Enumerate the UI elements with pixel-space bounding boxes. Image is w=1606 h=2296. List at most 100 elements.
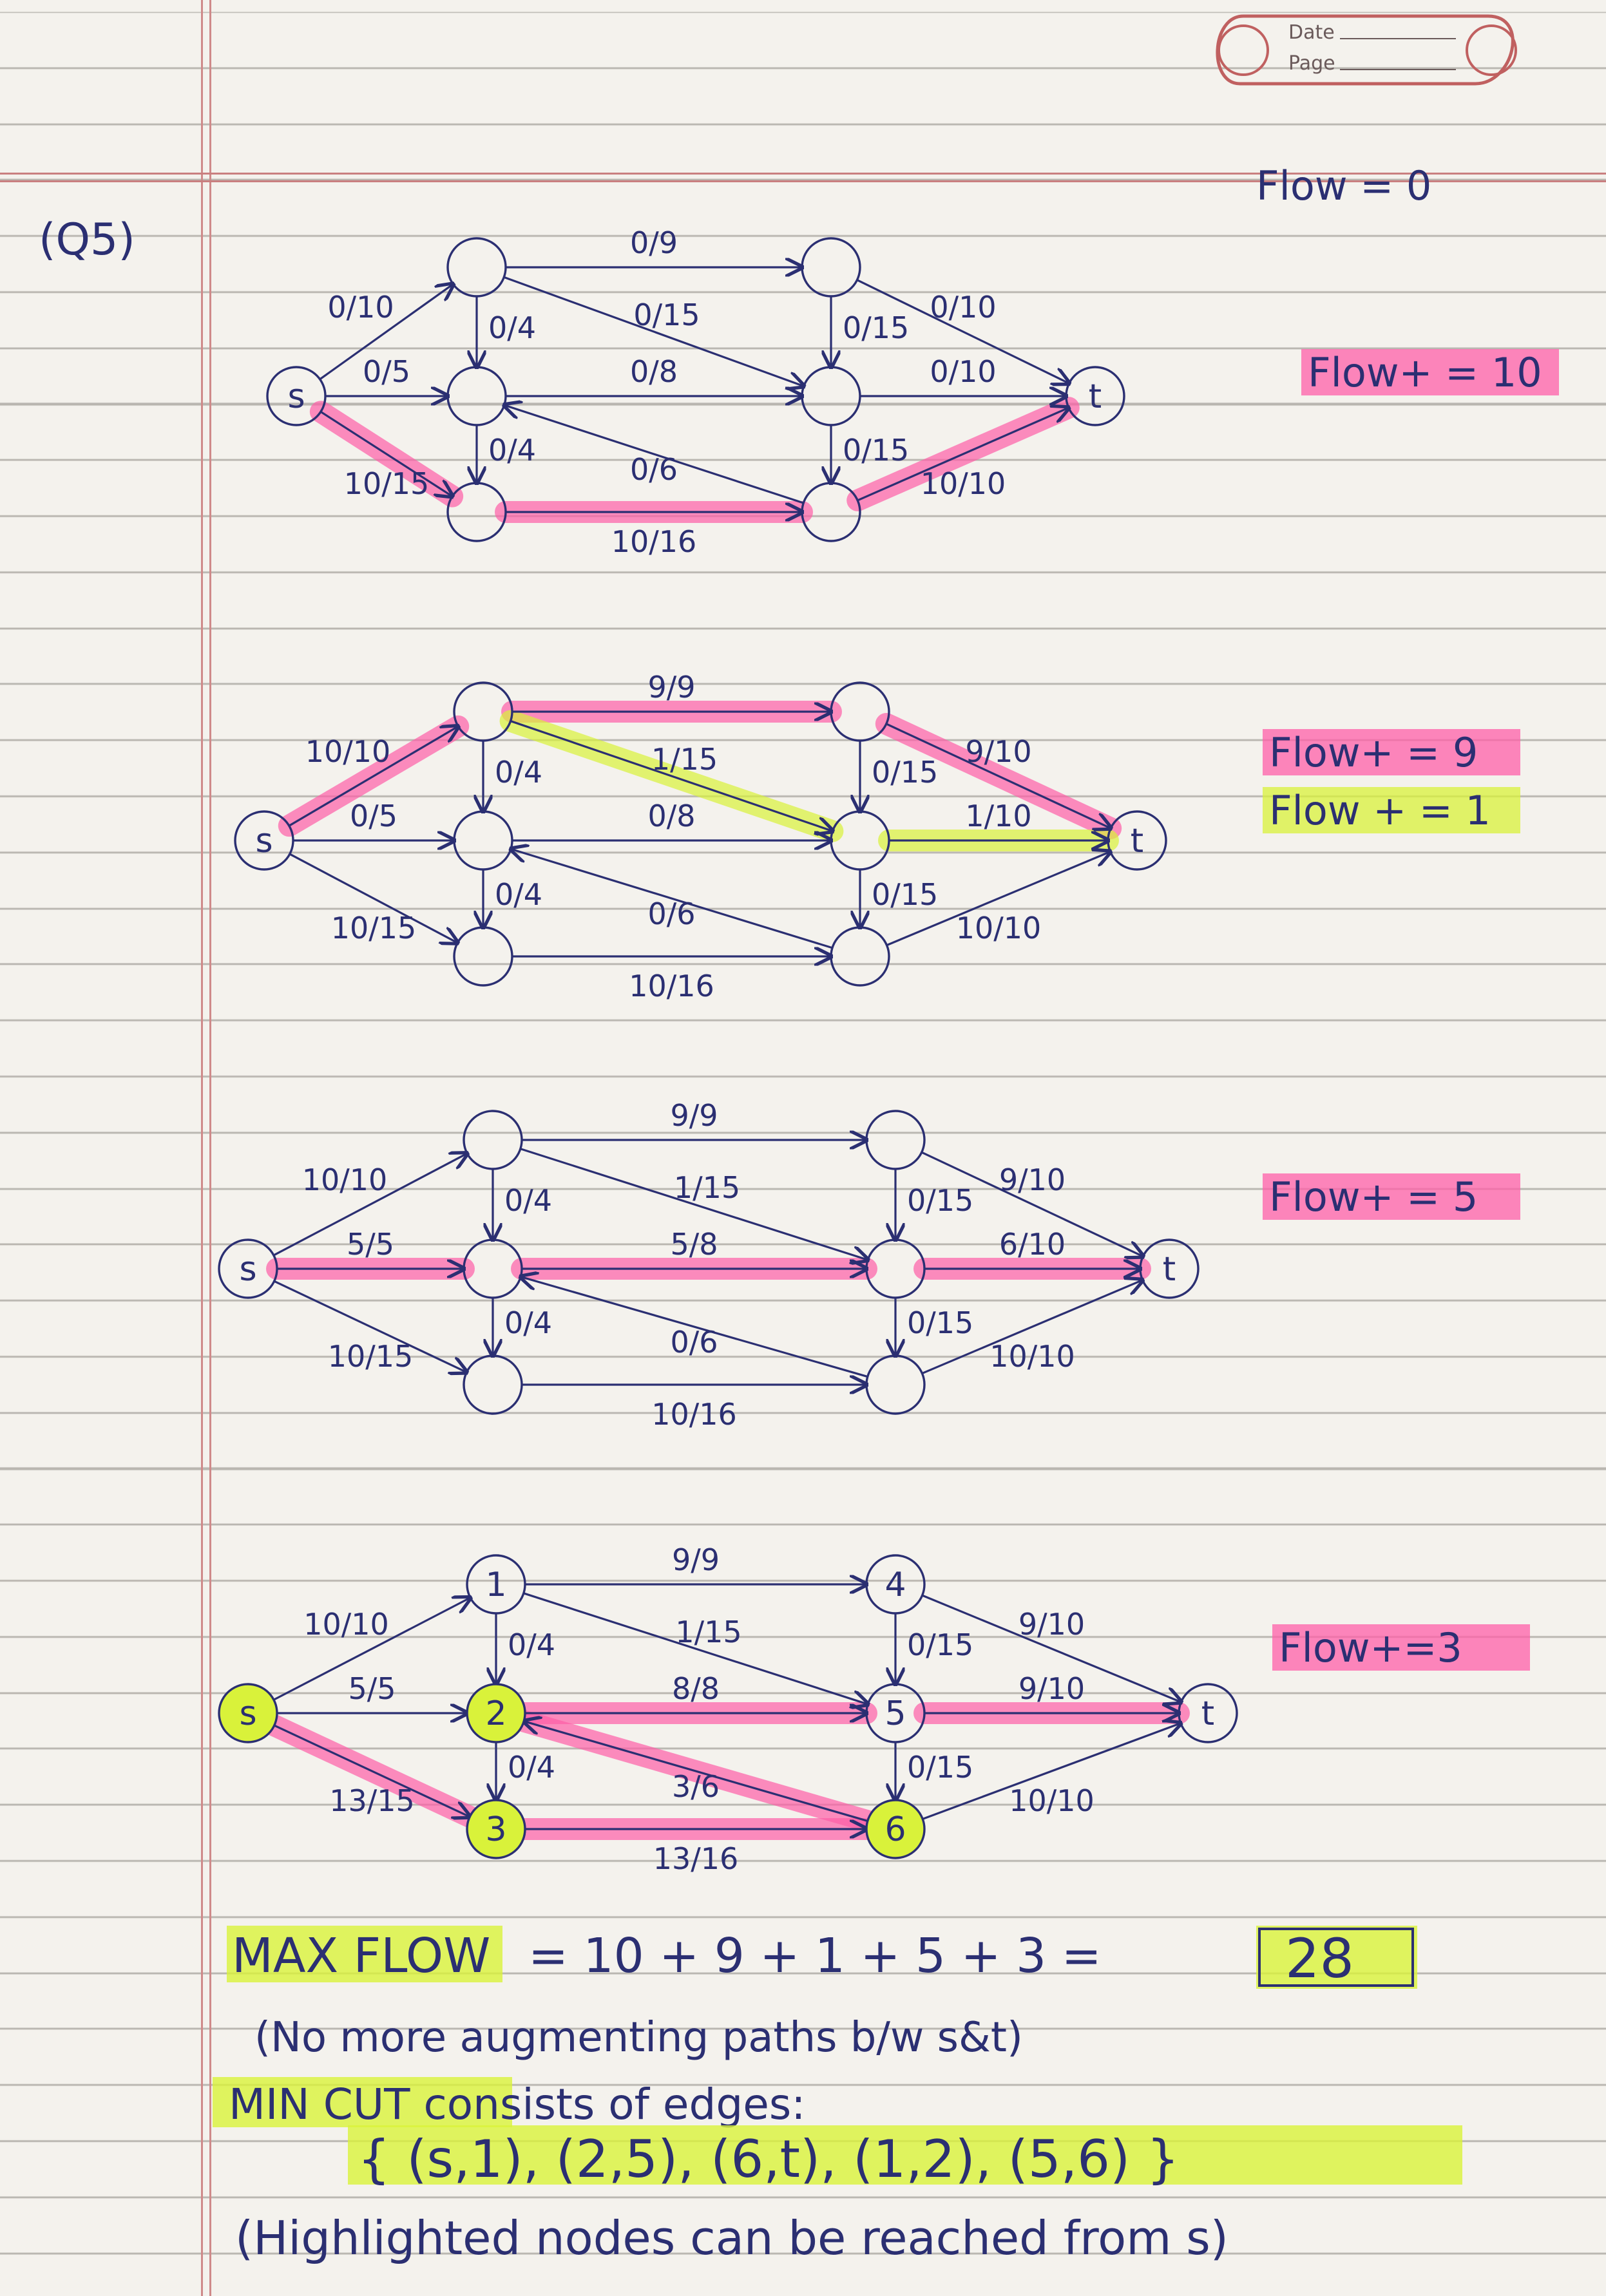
edge-label-25: 8/8 [672,1671,720,1706]
min-cut-intro: MIN CUT consists of edges: [229,2080,806,2129]
margin-line [209,0,211,2296]
node-n5 [865,1238,926,1299]
edge-label-15: 1/15 [675,1615,741,1649]
max-flow-label: MAX FLOW [232,1928,490,1984]
edge-6t [857,408,1069,502]
edge-label-12: 0/4 [488,310,536,345]
node-n2 [463,1238,523,1299]
node-n5 [801,366,861,426]
edge-label-45: 0/15 [907,1183,973,1218]
max-flow-expression: = 10 + 9 + 1 + 5 + 3 = [528,1928,1102,1984]
edge-label-s1: 10/10 [305,734,391,769]
node-label-n4: 4 [884,1566,906,1604]
edge-6t [922,1723,1181,1820]
edge-label-s2: 5/5 [348,1671,396,1706]
edge-label-4t: 9/10 [999,1162,1066,1197]
edge-4t [921,1594,1181,1702]
node-s [218,1238,278,1299]
edge-15 [523,1592,868,1704]
edge-4t [856,279,1069,384]
flow-label-highlight [1263,1173,1520,1220]
edge-label-s2: 0/5 [350,799,397,833]
node-t [1139,1238,1200,1299]
header-rule [0,180,1606,182]
edge-label-5t: 1/10 [965,799,1031,833]
node-s [218,1683,278,1743]
edge-label-14: 9/9 [670,1098,718,1133]
node-s [266,366,327,426]
min-cut-edges: { (s,1), (2,5), (6,t), (1,2), (5,6) } [358,2129,1180,2189]
node-n4 [865,1110,926,1170]
node-n6 [830,926,890,987]
edge-label-56: 0/15 [843,433,909,468]
edge-label-23: 0/4 [488,433,536,468]
flow-network-diagram: 0/49/91/150/40/810/160/150/150/610/100/5… [234,670,1520,1003]
edge-label-4t: 9/10 [965,734,1031,769]
flow-network-diagram: 0/49/91/150/45/810/160/150/150/610/105/5… [218,1098,1520,1432]
node-t [1065,366,1125,426]
edge-62 [524,1722,868,1822]
edge-label-6t: 10/10 [989,1339,1075,1374]
node-n5 [830,810,890,871]
edge-s3 [289,853,457,943]
edge-label-12: 0/4 [508,1627,555,1662]
edge-s1 [273,1153,467,1257]
node-n1 [466,1554,526,1615]
edge-label-14: 9/9 [672,1542,720,1577]
edge-label-56: 0/15 [907,1750,973,1785]
node-n3 [466,1799,526,1859]
edge-4t [886,723,1111,828]
edge-label-62: 3/6 [672,1769,720,1804]
node-label-n3: 3 [485,1810,506,1849]
edge-label-36: 10/16 [651,1397,737,1432]
edge-label-s3: 13/15 [329,1783,415,1818]
node-n6 [865,1354,926,1415]
edge-s1 [319,284,454,381]
node-label-n5: 5 [884,1694,906,1733]
node-n6 [801,482,861,542]
node-label-s: s [287,377,305,416]
edge-label-5t: 0/10 [930,354,996,389]
edge-15 [510,720,833,831]
node-n2 [453,810,513,871]
flow-label-highlight [1263,787,1520,833]
flow-increment-label: Flow+ = 9 [1269,729,1478,776]
node-label-n1: 1 [485,1566,506,1604]
flow-label-highlight [1263,729,1520,775]
edge-label-s1: 0/10 [327,290,394,325]
summary: MAX FLOW = 10 + 9 + 1 + 5 + 3 = 28 (No m… [213,1926,1462,2265]
edge-label-45: 0/15 [907,1627,973,1662]
node-n4 [801,237,861,298]
node-label-s: s [239,1694,256,1733]
edge-label-s3: 10/15 [331,911,417,945]
edge-62 [521,1276,868,1378]
date-label: Date [1288,21,1335,44]
no-more-paths-note: (No more augmenting paths b/w s&t) [254,2014,1023,2062]
flow-label-highlight [1272,1624,1530,1671]
edge-s3 [274,1724,470,1817]
node-label-s: s [239,1250,256,1289]
node-label-n2: 2 [485,1694,506,1733]
edge-label-12: 0/4 [504,1183,552,1218]
margin-line [201,0,203,2296]
edge-label-62: 0/6 [647,897,695,931]
edge-label-5t: 9/10 [1018,1671,1085,1706]
edge-label-4t: 0/10 [930,290,996,325]
edge-s3 [320,410,452,496]
edge-label-23: 0/4 [504,1305,552,1340]
edge-s1 [288,726,458,827]
edge-label-15: 1/15 [651,742,718,777]
node-label-t: t [1131,822,1143,860]
header-rule [0,173,1606,175]
flow-initial-note: Flow = 0 [1256,162,1431,209]
node-n3 [453,926,513,987]
edge-label-s1: 10/10 [302,1162,388,1197]
edge-s3 [273,1280,467,1372]
edge-label-s3: 10/15 [328,1339,414,1374]
node-label-t: t [1163,1250,1176,1289]
edge-label-23: 0/4 [508,1750,555,1785]
date-page-banner: Date Page [1216,14,1517,86]
flow-network-diagram: 0/49/91/150/48/813/160/150/153/610/105/5… [218,1542,1530,1876]
edge-4t [921,1151,1143,1257]
node-n6 [865,1799,926,1859]
